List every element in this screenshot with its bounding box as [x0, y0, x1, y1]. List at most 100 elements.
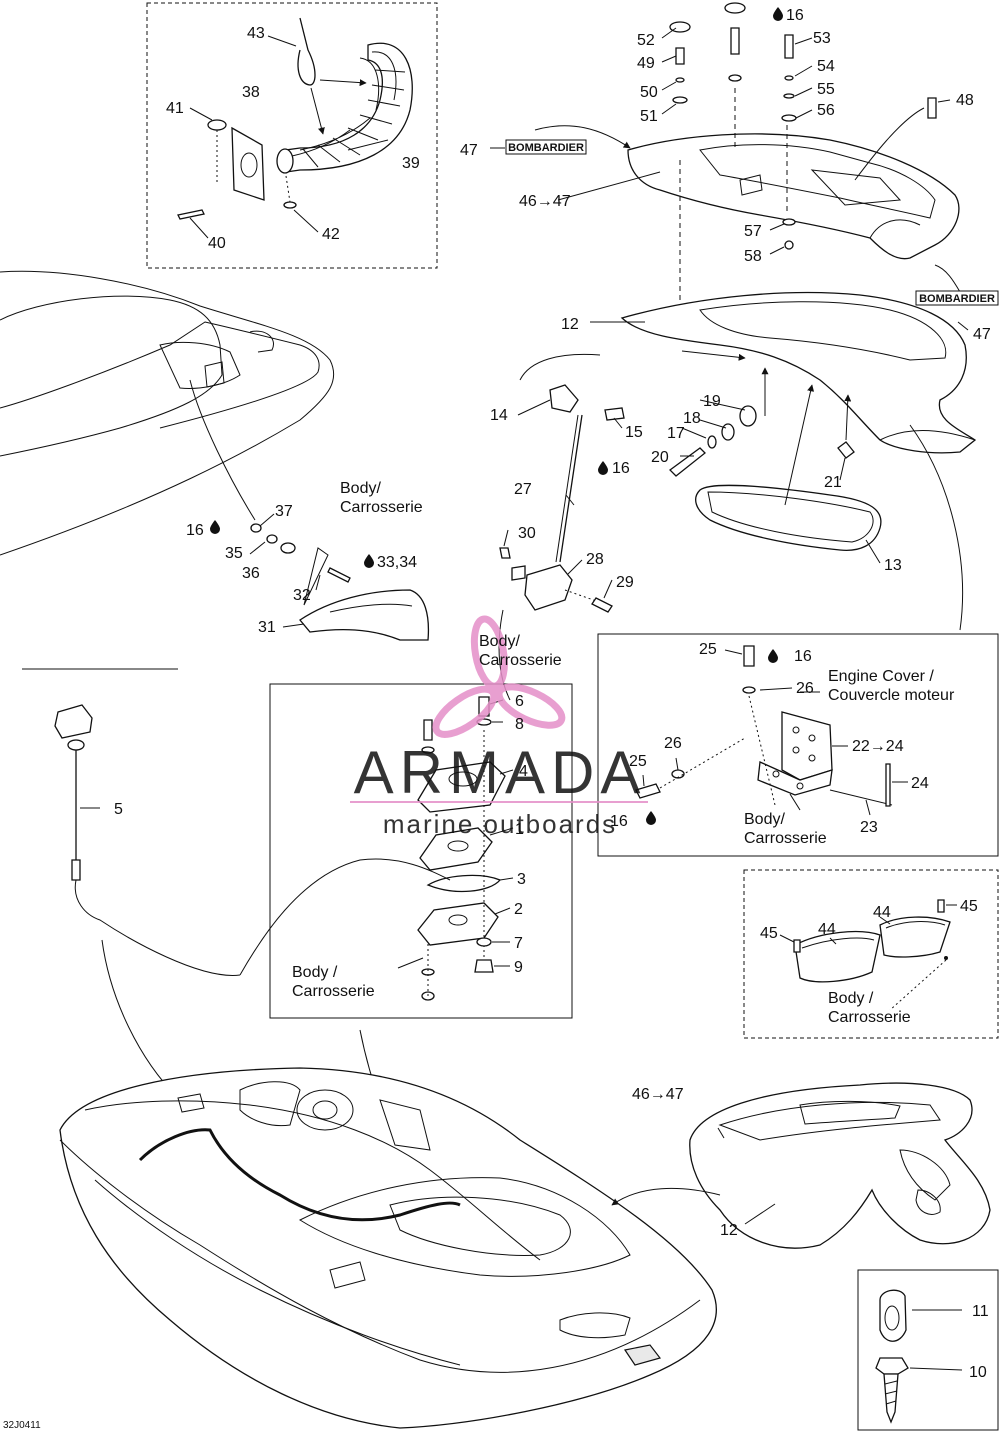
- callout-7: 7: [514, 935, 523, 952]
- callout-56: 56: [817, 102, 835, 119]
- callout-30: 30: [518, 525, 536, 542]
- callout-57: 57: [744, 223, 762, 240]
- svg-text:BOMBARDIER: BOMBARDIER: [508, 142, 584, 154]
- label-body-3b: Carrosserie: [292, 983, 375, 1000]
- callout-27: 27: [514, 481, 532, 498]
- label-body-2b: Carrosserie: [479, 652, 562, 669]
- callout-45a: 45: [760, 925, 778, 942]
- callout-15: 15: [625, 424, 643, 441]
- brand-tag-top: BOMBARDIER: [505, 139, 587, 155]
- callout-23: 23: [860, 819, 878, 836]
- label-body-4: Body/: [744, 811, 785, 828]
- drain-cable-assembly: [54, 704, 241, 1099]
- callout-46a: 46→47: [519, 193, 571, 210]
- boat-hull: [59, 1067, 717, 1429]
- callout-21: 21: [824, 474, 842, 491]
- watermark-brand: ARMADA: [354, 739, 647, 806]
- drain-cable-route: [138, 1128, 461, 1222]
- callout-5: 5: [114, 801, 123, 818]
- callout-16a: 16: [786, 7, 804, 24]
- callout-45b: 45: [960, 898, 978, 915]
- support-rod-assembly: [498, 414, 613, 701]
- callout-44b: 44: [873, 904, 891, 921]
- callout-28: 28: [586, 551, 604, 568]
- callout-33: 33,34: [377, 554, 417, 571]
- callout-16c: 16: [186, 522, 204, 539]
- callout-11: 11: [972, 1303, 989, 1320]
- label-engine-cover: Engine Cover /: [828, 668, 934, 685]
- detail-box-engine-cover-hinge: [597, 633, 999, 857]
- callout-47b: 47: [973, 326, 991, 343]
- callout-46b: 46→47: [632, 1086, 684, 1103]
- callout-36: 36: [242, 565, 260, 582]
- label-body-2: Body/: [479, 633, 520, 650]
- callout-31: 31: [258, 619, 276, 636]
- diagram-code: 32J0411: [3, 1420, 41, 1431]
- callout-6: 6: [515, 693, 524, 710]
- callout-43: 43: [247, 25, 265, 42]
- brand-tag-right: BOMBARDIER: [915, 290, 999, 306]
- callout-49: 49: [637, 55, 655, 72]
- callout-20: 20: [651, 449, 669, 466]
- rear-seat-assembly: [611, 1082, 991, 1249]
- svg-text:BOMBARDIER: BOMBARDIER: [919, 293, 995, 305]
- callout-12b: 12: [720, 1222, 738, 1239]
- detail-box-drain-plug: [269, 683, 573, 1019]
- callout-12a: 12: [561, 316, 579, 333]
- detail-box-hose: [146, 2, 438, 269]
- callout-13: 13: [884, 557, 902, 574]
- label-body-3: Body /: [292, 964, 338, 981]
- watermark-tagline: marine outboards: [383, 809, 617, 839]
- callout-25a: 25: [699, 641, 717, 658]
- callout-24: 24: [911, 775, 929, 792]
- callout-22: 22→24: [852, 738, 904, 755]
- callout-50: 50: [640, 84, 658, 101]
- callout-52: 52: [637, 32, 655, 49]
- callout-54: 54: [817, 58, 835, 75]
- callout-37: 37: [275, 503, 293, 520]
- label-body-5b: Carrosserie: [828, 1009, 911, 1026]
- callout-58: 58: [744, 248, 762, 265]
- drain-plug-assembly: [239, 696, 506, 1181]
- callout-3: 3: [517, 871, 526, 888]
- label-body-1b: Carrosserie: [340, 499, 423, 516]
- callout-16e: 16: [610, 813, 628, 830]
- callout-2: 2: [514, 901, 523, 918]
- detail-box-fasteners: [857, 1269, 999, 1431]
- callout-40: 40: [208, 235, 226, 252]
- label-body-5: Body /: [828, 990, 874, 1007]
- callout-48: 48: [956, 92, 974, 109]
- storage-bin-assembly: [793, 899, 951, 1011]
- detail-box-storage-bins: [743, 869, 999, 1039]
- callout-26a: 26: [796, 680, 814, 697]
- hull-section-left: [0, 270, 335, 556]
- callout-1: 1: [515, 821, 524, 838]
- side-panel-assembly: [189, 379, 430, 641]
- propeller-logo-icon: [432, 615, 566, 738]
- callout-16d: 16: [794, 648, 812, 665]
- callout-42: 42: [322, 226, 340, 243]
- seat-cover-assembly: [519, 2, 977, 631]
- hinge-assembly: [635, 645, 893, 807]
- callout-26b: 26: [664, 735, 682, 752]
- body-labels: Body/ Carrosserie Body/ Carrosserie Engi…: [292, 480, 955, 1026]
- callout-39: 39: [402, 155, 420, 172]
- fastener-icons: [875, 1289, 909, 1424]
- callout-19: 19: [703, 393, 721, 410]
- callout-18: 18: [683, 410, 701, 427]
- callout-32: 32: [293, 587, 311, 604]
- callout-38: 38: [242, 84, 260, 101]
- callout-53: 53: [813, 30, 831, 47]
- callout-44a: 44: [818, 921, 836, 938]
- armada-watermark: ARMADA marine outboards: [350, 615, 648, 839]
- label-body-4b: Carrosserie: [744, 830, 827, 847]
- label-body-1: Body/: [340, 480, 381, 497]
- callout-4: 4: [519, 763, 528, 780]
- callout-labels: 43 38 41 39 40 42 52 16 53 49 54 50 55 4…: [114, 7, 991, 1381]
- callout-55: 55: [817, 81, 835, 98]
- callout-35: 35: [225, 545, 243, 562]
- callout-47a: 47: [460, 142, 478, 159]
- callout-16b: 16: [612, 460, 630, 477]
- callout-25b: 25: [629, 753, 647, 770]
